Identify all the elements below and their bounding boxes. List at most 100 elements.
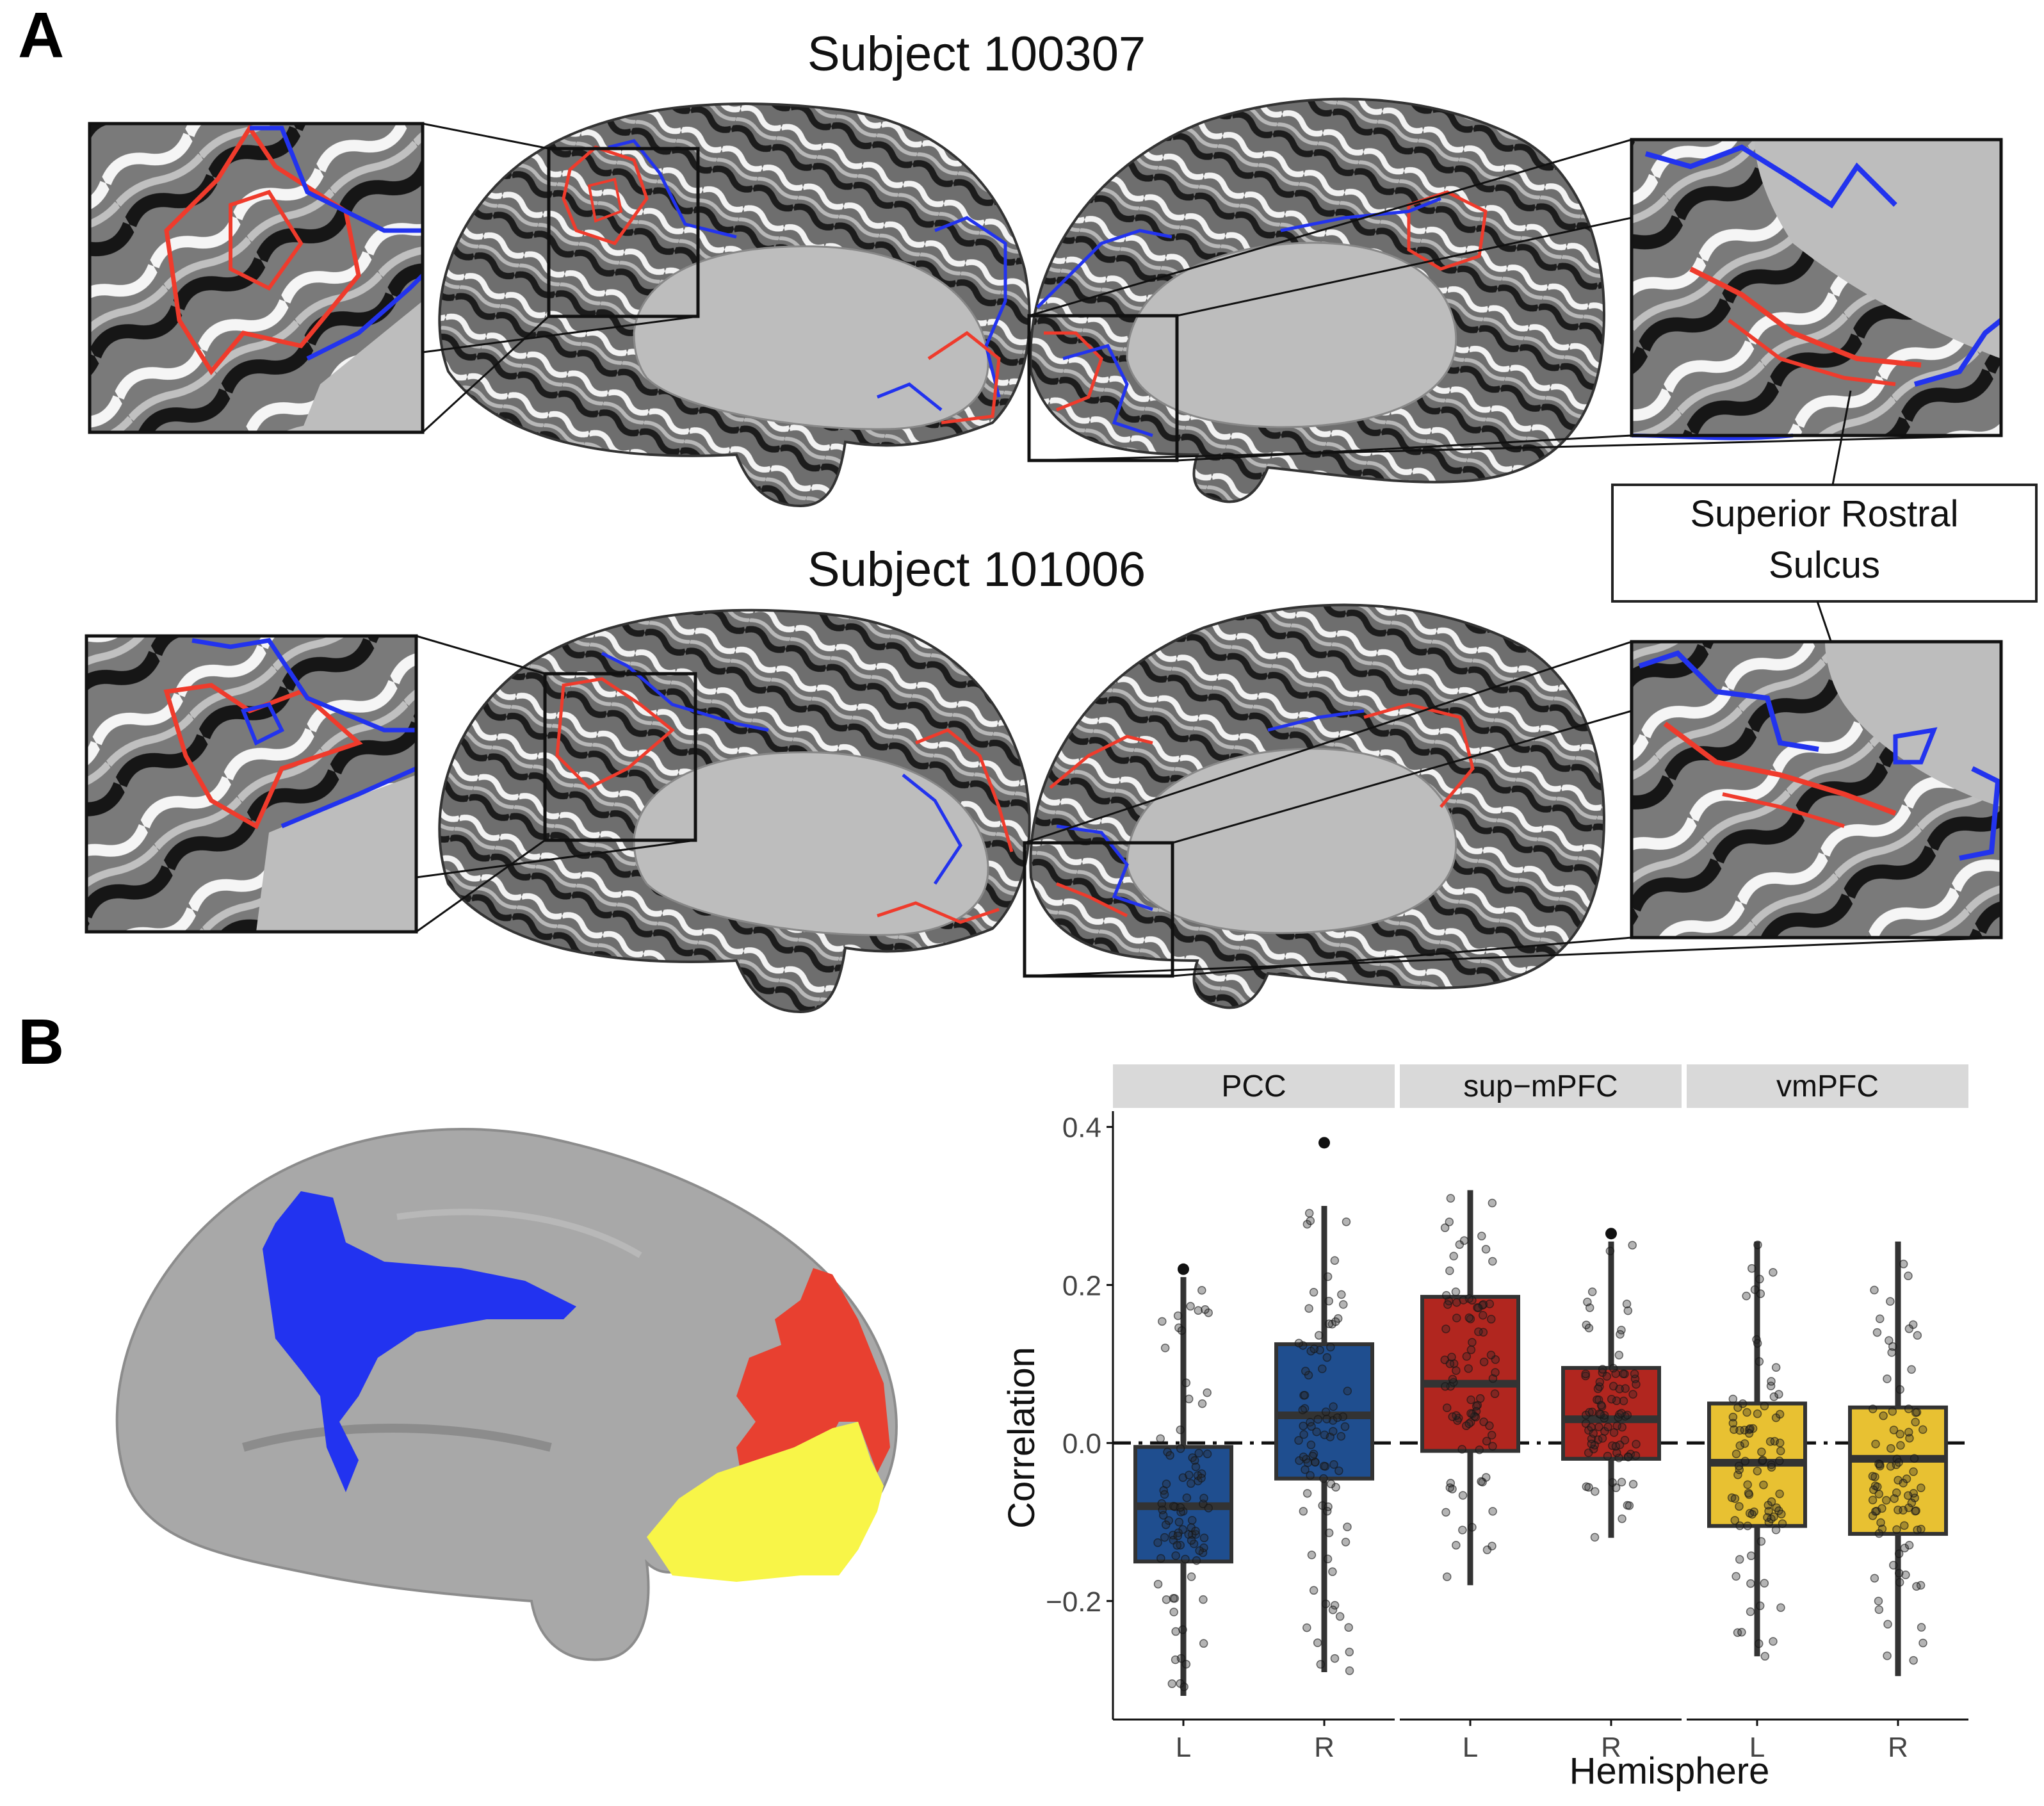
data-point	[1887, 1348, 1896, 1357]
data-point	[1204, 1503, 1213, 1513]
data-point	[1585, 1408, 1594, 1417]
data-point	[1742, 1408, 1751, 1417]
data-point	[1177, 1326, 1187, 1335]
data-point	[1342, 1217, 1351, 1226]
data-point	[1769, 1637, 1778, 1646]
data-point	[1441, 1324, 1450, 1333]
data-point	[1452, 1314, 1461, 1322]
data-point	[1448, 1374, 1457, 1384]
data-point	[1303, 1458, 1313, 1467]
data-point	[1312, 1427, 1321, 1436]
data-point	[1759, 1480, 1768, 1490]
data-point	[1324, 1528, 1334, 1538]
data-point	[1345, 1666, 1354, 1675]
data-point	[1907, 1498, 1917, 1508]
data-point	[1299, 1430, 1308, 1439]
data-point	[1445, 1217, 1454, 1226]
data-point	[1153, 1579, 1163, 1589]
data-point	[1769, 1512, 1778, 1522]
data-point	[1883, 1374, 1892, 1383]
data-point	[1755, 1357, 1764, 1366]
data-point	[1871, 1507, 1880, 1516]
data-point	[1440, 1223, 1450, 1232]
data-point	[1174, 1517, 1184, 1527]
data-point	[1617, 1477, 1626, 1486]
data-point	[1153, 1538, 1162, 1547]
data-point	[1156, 1554, 1165, 1563]
data-point	[1896, 1441, 1905, 1450]
data-point	[1171, 1627, 1180, 1636]
data-point	[1482, 1545, 1492, 1554]
roi-brain	[115, 1128, 898, 1661]
facet-strip	[1687, 1064, 1968, 1108]
data-point	[1582, 1321, 1591, 1330]
data-point	[1176, 1503, 1185, 1512]
roi-pcc-blue	[263, 1191, 576, 1492]
data-point	[1617, 1408, 1626, 1418]
data-point	[1901, 1570, 1910, 1579]
data-point	[1899, 1259, 1908, 1269]
data-point	[1307, 1422, 1316, 1431]
y-axis-label: Correlation	[1001, 1347, 1042, 1529]
y-tick-label: −0.2	[1046, 1586, 1101, 1618]
data-point	[1345, 1647, 1354, 1657]
data-point	[1310, 1344, 1319, 1353]
data-point	[1488, 1198, 1497, 1208]
data-point	[1875, 1314, 1885, 1324]
data-point	[1322, 1415, 1331, 1424]
data-point	[1614, 1351, 1624, 1360]
data-point	[1331, 1317, 1340, 1326]
data-point	[1728, 1412, 1738, 1422]
data-point	[1319, 1474, 1328, 1483]
data-point	[1911, 1506, 1920, 1516]
data-point	[1452, 1366, 1461, 1375]
data-point	[1598, 1365, 1607, 1374]
data-point	[1192, 1556, 1201, 1565]
facet-strip	[1400, 1064, 1682, 1108]
data-point	[1486, 1315, 1496, 1324]
data-point	[1322, 1353, 1332, 1362]
data-point	[1447, 1353, 1456, 1362]
data-point	[1584, 1483, 1593, 1492]
data-point	[1917, 1524, 1926, 1534]
data-point	[1912, 1582, 1921, 1591]
zoom-region-right-top	[1027, 314, 1179, 462]
data-point	[1319, 1461, 1329, 1471]
data-point	[1609, 1363, 1618, 1373]
data-point	[1160, 1344, 1170, 1353]
data-point	[1728, 1394, 1738, 1404]
x-tick-label: R	[1888, 1732, 1908, 1763]
data-point	[1870, 1285, 1879, 1295]
data-point	[1343, 1387, 1352, 1395]
data-point	[1632, 1440, 1641, 1449]
data-point	[1191, 1526, 1200, 1536]
annotation-text: Superior Rostral Sulcus	[1612, 489, 2036, 591]
data-point	[1894, 1568, 1904, 1578]
data-point	[1894, 1458, 1903, 1467]
data-point	[1755, 1639, 1764, 1648]
data-point	[1868, 1511, 1878, 1520]
data-point	[1734, 1461, 1744, 1470]
data-point	[1478, 1310, 1488, 1320]
data-point	[1775, 1456, 1784, 1465]
data-point	[1302, 1623, 1311, 1632]
data-point	[1441, 1382, 1450, 1391]
data-point	[1479, 1417, 1488, 1426]
data-point	[1581, 1369, 1590, 1379]
data-point	[1318, 1364, 1327, 1374]
data-point	[1911, 1417, 1920, 1427]
data-point	[1624, 1452, 1633, 1461]
data-point	[1487, 1431, 1496, 1440]
data-point	[1184, 1394, 1194, 1404]
data-point	[1475, 1445, 1484, 1454]
data-point	[1178, 1525, 1187, 1534]
data-point	[1742, 1291, 1751, 1301]
data-point	[1753, 1241, 1762, 1249]
data-point	[1735, 1555, 1744, 1564]
data-point	[1776, 1603, 1785, 1612]
data-point	[1201, 1305, 1210, 1314]
data-point	[1335, 1612, 1345, 1621]
data-point	[1584, 1448, 1593, 1458]
data-point	[1173, 1311, 1183, 1321]
data-point	[1618, 1514, 1626, 1524]
